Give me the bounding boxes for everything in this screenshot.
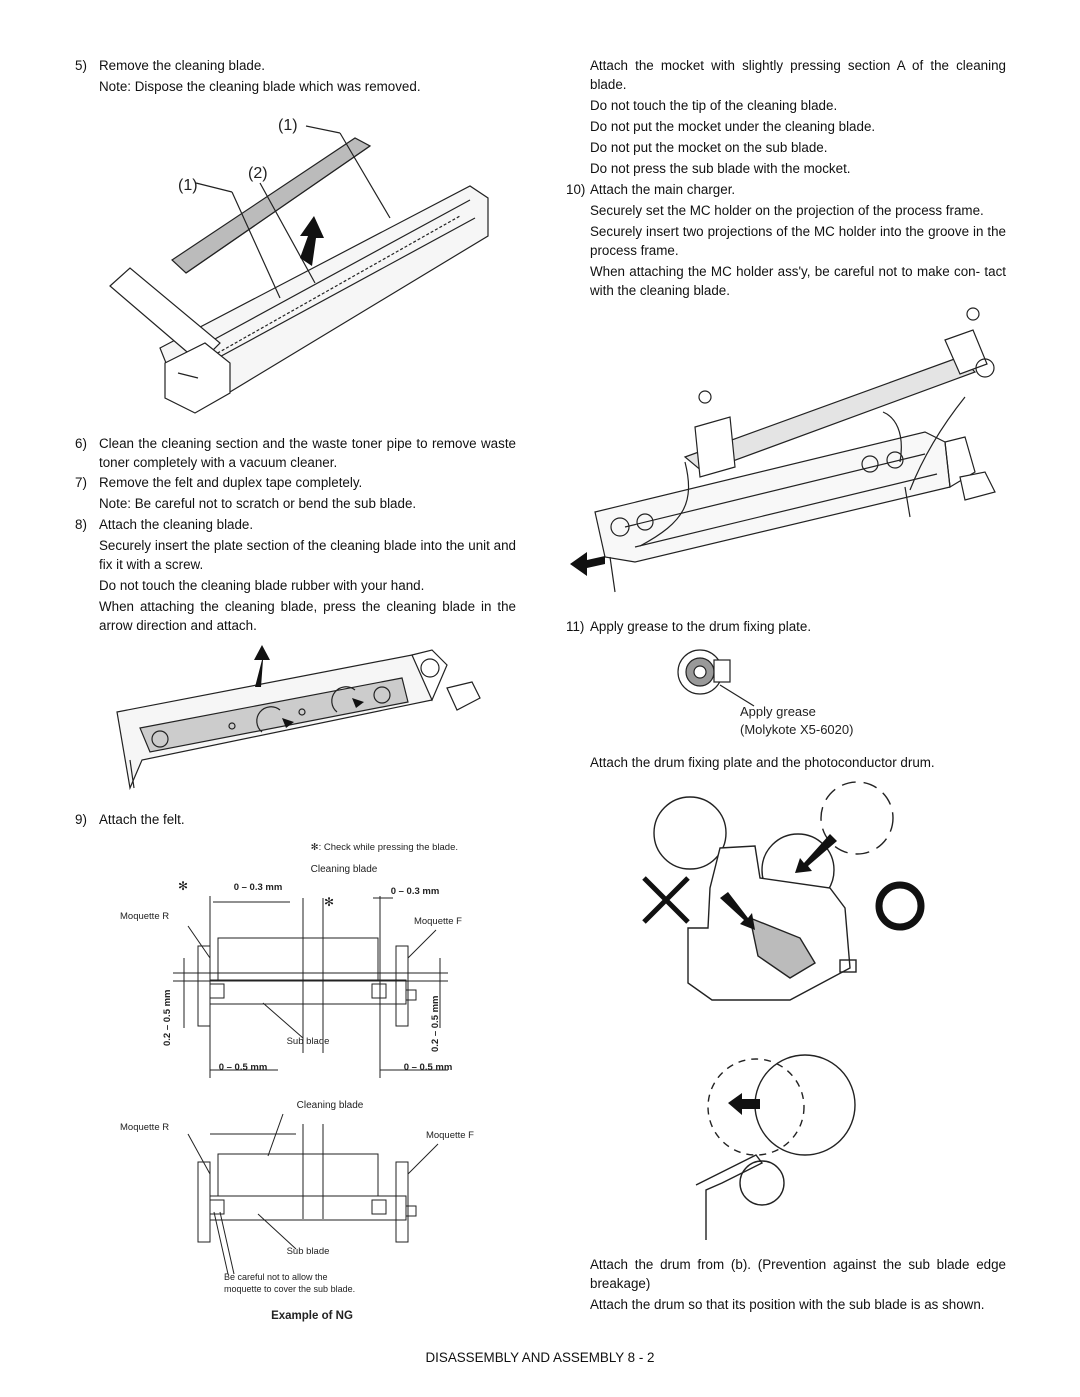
step-10: 10) Attach the main charger. Securely se… [566,182,1006,298]
bottom-right-label: 0 – 0.5 mm [404,1062,453,1073]
felt-sub-blade-label: Sub blade [287,1036,330,1047]
ng-caption: Example of NG [271,1310,353,1322]
mocket-p2: Do not touch the tip of the cleaning bla… [590,98,838,113]
cleaning-blade-removal-figure: (1) (1) (2) [109,117,489,414]
drum-from-b-text: Attach the drum from (b). (Prevention ag… [590,1257,1006,1291]
gap-right-label: 0 – 0.3 mm [391,886,440,897]
ng-cross-icon [642,876,690,924]
attach-drum-plate-text: Attach the drum fixing plate and the pho… [590,755,935,770]
step-7-note: Note: Be careful not to scratch or bend … [99,496,417,511]
gap-left-label: 0 – 0.3 mm [234,882,283,893]
vert-right-label: 0.2 – 0.5 mm [430,995,441,1052]
drum-from-b-figure [695,1054,856,1240]
step-8-p2: Do not touch the cleaning blade rubber w… [99,578,425,593]
push-arrow-icon [254,645,364,728]
fig1-label-2: (1) [178,177,198,194]
direction-arrow-icon [570,552,605,576]
ng-moquette-r-label: Moquette R [120,1122,169,1133]
step-10-p1: Securely set the MC holder on the projec… [590,203,984,218]
mocket-p1: Attach the mocket with slightly pressing… [590,58,1006,92]
step-11: 11) Apply grease to the drum fixing plat… [566,617,1006,636]
ng-caution-line-2: moquette to cover the sub blade. [224,1284,355,1294]
grease-line-2: (Molykote X5-6020) [740,722,853,737]
step-8-p3: When attaching the cleaning blade, press… [99,599,516,633]
main-charger-figure [570,307,996,593]
step-5-note: Note: Dispose the cleaning blade which w… [99,79,421,94]
up-arrow-icon [300,216,324,266]
step-9-text: Attach the felt. [99,812,185,827]
step-9: 9) Attach the felt. [75,810,516,829]
mocket-p5: Do not press the sub blade with the mock… [590,161,851,176]
attach-drum-plate: Attach the drum fixing plate and the pho… [566,753,1006,772]
drum-orientation-figure [642,781,925,1001]
fig1-label-3: (2) [248,165,268,182]
attach-cleaning-blade-figure [116,645,481,791]
bottom-left-label: 0 – 0.5 mm [219,1062,268,1073]
insert-arrow-icon [720,834,837,930]
felt-cleaning-blade-label: Cleaning blade [311,864,378,875]
check-note: ✻: Check while pressing the blade. [311,842,458,853]
step-8: 8) Attach the cleaning blade. Securely i… [75,517,516,633]
step-10-text: Attach the main charger. [590,182,736,197]
step-11-text: Apply grease to the drum fixing plate. [590,619,812,634]
left-arrow-icon [728,1093,760,1115]
step-6-text: Clean the cleaning section and the waste… [99,436,516,470]
mocket-p3: Do not put the mocket under the cleaning… [590,119,876,134]
felt-position-diagram: ✻: Check while pressing the blade. Clean… [120,842,462,1078]
step-5-text: Remove the cleaning blade. [99,58,266,73]
felt-moquette-r-label: Moquette R [120,911,169,922]
ng-moquette-f-label: Moquette F [426,1130,474,1141]
step-10-p3: When attaching the MC holder ass'y, be c… [590,264,1006,298]
step-5: 5) Remove the cleaning blade. Note: Disp… [75,56,516,96]
step-8-text: Attach the cleaning blade. [99,517,254,532]
ng-example-diagram: Cleaning blade Moquette R Moquette F Sub… [120,1100,474,1322]
drum-from-b: Attach the drum from (b). (Prevention ag… [566,1255,1006,1314]
page-footer: DISASSEMBLY AND ASSEMBLY 8 - 2 [425,1350,655,1365]
drum-position-text: Attach the drum so that its position wit… [590,1297,985,1312]
star-right: ✻ [324,895,334,909]
step-7: 7) Remove the felt and duplex tape compl… [75,473,516,513]
mocket-p4: Do not put the mocket on the sub blade. [590,140,828,155]
ng-sub-blade-label: Sub blade [287,1246,330,1257]
ng-cleaning-blade-label: Cleaning blade [297,1100,364,1111]
grease-line-1: Apply grease [740,704,816,719]
ng-caution-line-1: Be careful not to allow the [224,1272,328,1282]
star-left: ✻ [178,879,188,893]
step-7-text: Remove the felt and duplex tape complete… [99,475,363,490]
felt-moquette-f-label: Moquette F [414,916,462,927]
step-8-p1: Securely insert the plate section of the… [99,538,516,572]
fig1-label-1: (1) [278,117,298,134]
mocket-section: Attach the mocket with slightly pressing… [566,56,1006,178]
step-6: 6) Clean the cleaning section and the wa… [75,436,516,470]
step-10-p2: Securely insert two projections of the M… [590,224,1006,258]
ok-circle-icon [875,881,925,931]
drum-fixing-plate-figure: Apply grease (Molykote X5-6020) [677,649,853,737]
vert-left-label: 0.2 – 0.5 mm [162,989,173,1046]
